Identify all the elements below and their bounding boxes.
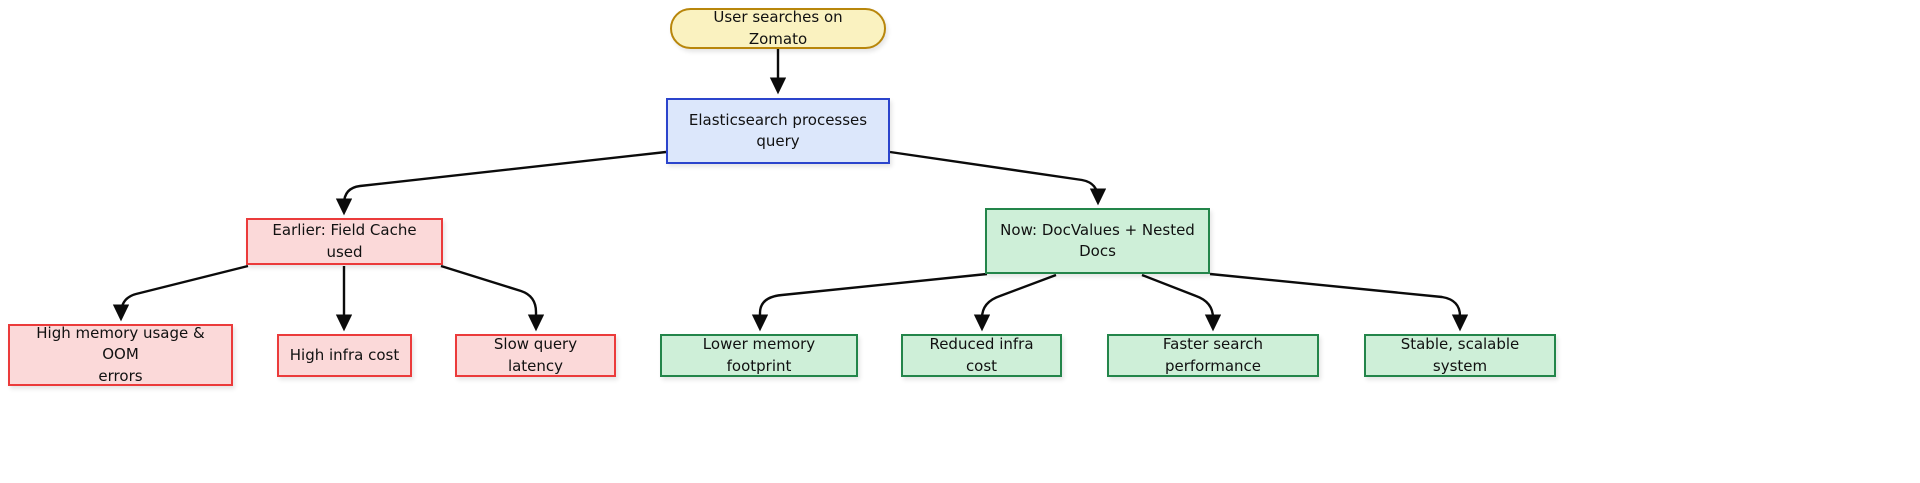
edge-now-to-reduced-infra — [973, 273, 1057, 332]
edge-now-to-faster-search — [1141, 273, 1222, 332]
edge-earlier-to-slow — [440, 264, 545, 332]
node-reduced-infra-cost[interactable]: Reduced infra cost — [901, 334, 1062, 377]
node-stable-scalable-system[interactable]: Stable, scalable system — [1364, 334, 1556, 377]
node-user-searches-on-zomato[interactable]: User searches on Zomato — [670, 8, 886, 49]
edge-es-to-earlier — [335, 150, 667, 216]
node-faster-search-performance[interactable]: Faster search performance — [1107, 334, 1319, 377]
edge-now-to-stable-system — [1209, 272, 1469, 332]
edge-now-to-lower-memory — [751, 272, 988, 332]
node-high-infra-cost[interactable]: High infra cost — [277, 334, 412, 377]
node-now-docvalues-nested-docs[interactable]: Now: DocValues + Nested Docs — [985, 208, 1210, 274]
node-lower-memory-footprint[interactable]: Lower memory footprint — [660, 334, 858, 377]
edge-es-to-now — [889, 150, 1107, 206]
edge-earlier-to-oom — [112, 264, 249, 322]
node-slow-query-latency[interactable]: Slow query latency — [455, 334, 616, 377]
node-high-memory-usage-oom-errors[interactable]: High memory usage & OOM errors — [8, 324, 233, 386]
node-elasticsearch-processes-query[interactable]: Elasticsearch processes query — [666, 98, 890, 164]
node-earlier-field-cache-used[interactable]: Earlier: Field Cache used — [246, 218, 443, 265]
